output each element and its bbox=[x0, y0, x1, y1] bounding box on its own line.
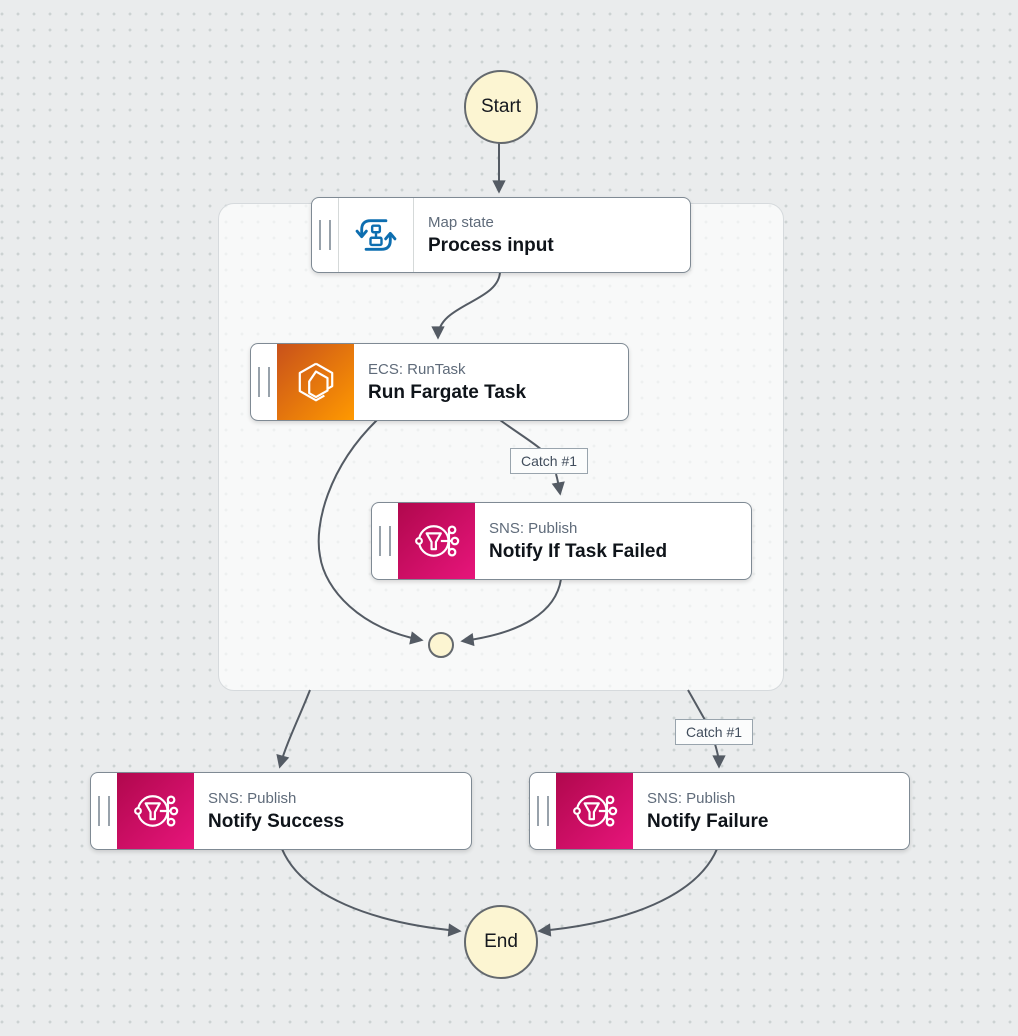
edge-success-to-end bbox=[281, 848, 462, 937]
grip-icon bbox=[319, 220, 331, 250]
sns-publish-icon bbox=[117, 773, 194, 849]
state-node-notify-if-task-failed[interactable]: SNS: Publish Notify If Task Failed bbox=[371, 502, 752, 580]
node-title: Notify Success bbox=[208, 810, 345, 832]
map-join-dot bbox=[428, 632, 454, 658]
grip-icon bbox=[379, 526, 391, 556]
node-title: Run Fargate Task bbox=[368, 381, 527, 403]
ecs-hexagon-icon bbox=[277, 344, 354, 420]
node-title: Notify If Task Failed bbox=[489, 540, 668, 562]
grip-icon bbox=[258, 367, 270, 397]
drag-handle[interactable] bbox=[372, 503, 398, 579]
drag-handle[interactable] bbox=[251, 344, 277, 420]
node-title: Notify Failure bbox=[647, 810, 769, 832]
drag-handle[interactable] bbox=[312, 198, 338, 272]
node-type-label: SNS: Publish bbox=[208, 789, 297, 807]
map-state-container[interactable] bbox=[218, 203, 784, 691]
node-type-label: ECS: RunTask bbox=[368, 360, 466, 378]
sns-publish-icon bbox=[398, 503, 475, 579]
edge-failure-to-end bbox=[537, 848, 718, 937]
edge-catch-label-to-failure bbox=[712, 743, 726, 769]
state-node-run-fargate-task[interactable]: ECS: RunTask Run Fargate Task bbox=[250, 343, 629, 421]
grip-icon bbox=[98, 796, 110, 826]
map-loop-icon bbox=[338, 198, 414, 272]
edge-container-to-catch-label bbox=[687, 689, 706, 721]
state-node-map[interactable]: Map state Process input bbox=[311, 197, 691, 273]
node-type-label: SNS: Publish bbox=[647, 789, 736, 807]
grip-icon bbox=[537, 796, 549, 826]
drag-handle[interactable] bbox=[91, 773, 117, 849]
node-type-label: SNS: Publish bbox=[489, 519, 578, 537]
end-terminal-label: End bbox=[484, 931, 518, 952]
drag-handle[interactable] bbox=[530, 773, 556, 849]
start-terminal: Start bbox=[464, 70, 538, 144]
end-terminal: End bbox=[464, 905, 538, 979]
catch-edge-label: Catch #1 bbox=[675, 719, 754, 745]
node-type-label: Map state bbox=[428, 213, 494, 231]
start-terminal-label: Start bbox=[480, 96, 522, 117]
node-title: Process input bbox=[428, 234, 554, 256]
state-node-notify-success[interactable]: SNS: Publish Notify Success bbox=[90, 772, 472, 850]
state-node-notify-failure[interactable]: SNS: Publish Notify Failure bbox=[529, 772, 910, 850]
sns-publish-icon bbox=[556, 773, 633, 849]
edge-container-to-success bbox=[276, 689, 311, 769]
catch-edge-label: Catch #1 bbox=[510, 448, 589, 474]
